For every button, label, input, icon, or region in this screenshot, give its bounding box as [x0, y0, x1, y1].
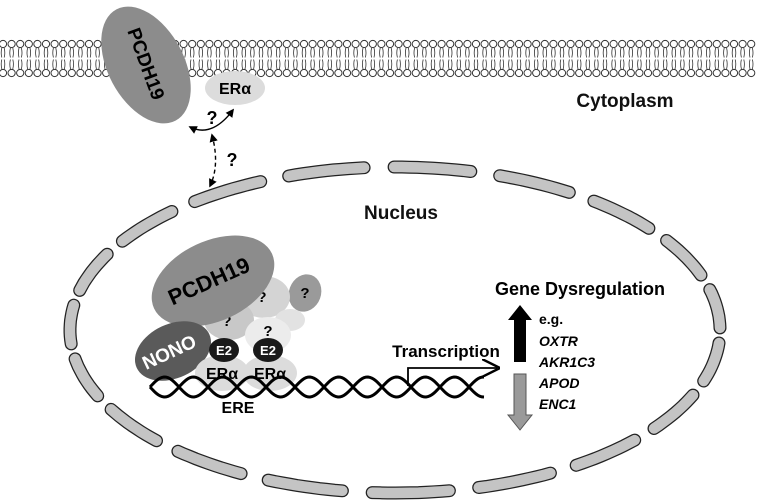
- gene-oxtr: OXTR: [539, 333, 579, 349]
- pcdh19-nuclear-protein: PCDH19: [151, 235, 275, 327]
- era-left-label: ERα: [206, 366, 238, 383]
- gene-enc1: ENC1: [539, 396, 577, 412]
- upregulation-arrow: [508, 305, 532, 362]
- gene-apod: APOD: [538, 375, 579, 391]
- transcription-label: Transcription: [392, 342, 500, 361]
- cytoplasm-label: Cytoplasm: [576, 91, 673, 112]
- e2-left-label: E2: [216, 343, 232, 358]
- example-label: e.g.: [539, 311, 563, 327]
- era-cytoplasm-label: ERα: [219, 81, 251, 98]
- gene-dysregulation-label: Gene Dysregulation: [495, 279, 665, 299]
- e2-ligand-right: E2: [253, 338, 283, 362]
- nuclear-envelope: [63, 160, 727, 500]
- dna-strand-b: [148, 375, 485, 399]
- transcription-arrow: [407, 368, 497, 386]
- era-cytoplasm-protein: ERα: [205, 71, 265, 105]
- downregulation-arrow: [506, 373, 534, 431]
- e2-right-label: E2: [260, 343, 276, 358]
- question-mark-lower: ?: [227, 150, 238, 170]
- interaction-arrow-curved: [188, 108, 235, 134]
- translocation-arrow-dashed: [209, 133, 218, 188]
- unknown-mark-1: ?: [257, 289, 266, 306]
- ere-label: ERE: [222, 400, 255, 417]
- dna-strand-a: [148, 375, 485, 399]
- question-mark-upper: ?: [207, 108, 218, 128]
- nono-protein: NONO: [134, 321, 212, 381]
- unknown-mark-3: ?: [222, 313, 231, 330]
- unknown-mark-4: ?: [263, 323, 272, 340]
- pcdh19-membrane-protein: PCDH19: [101, 6, 191, 124]
- nucleus-label: Nucleus: [364, 203, 438, 224]
- dna-helix: [148, 375, 485, 399]
- unknown-mark-2: ?: [300, 285, 309, 302]
- e2-ligand-left: E2: [209, 338, 239, 362]
- gene-akr1c3: AKR1C3: [538, 354, 595, 370]
